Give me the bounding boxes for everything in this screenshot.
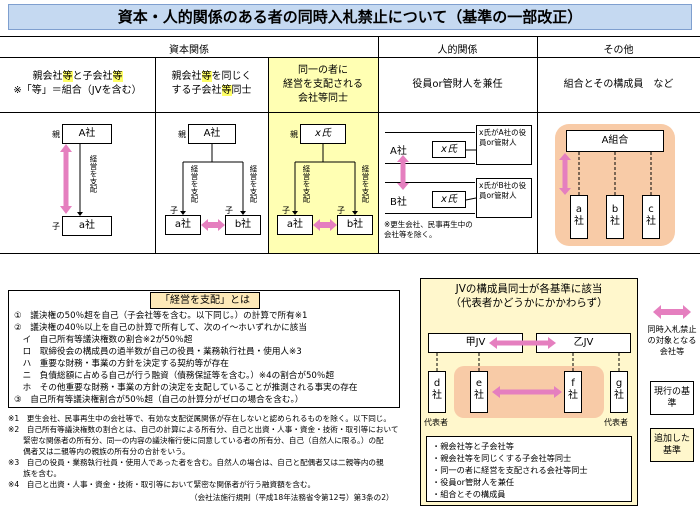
col4-label: 役員or管財人を兼任 <box>412 79 503 90</box>
definition-line-6: ニ 負債総額に占める自己が行う融資（債務保証等を含む。）※4の割合が50％超 <box>14 371 335 381</box>
page-title: 資本・人的関係のある者の同時入札禁止について（基準の一部改正） <box>8 4 692 30</box>
jv-rep-right: 代表者 <box>604 418 628 427</box>
d2-child1-box: a社 <box>165 215 201 235</box>
definition-line-8: ③ 自己所有等議決権割合が50％超（自己の計算分がゼロの場合を含む。） <box>14 395 304 405</box>
d4-note-b: x氏がB社の役員or管財人 <box>476 178 532 218</box>
d1-control-label: 経営を支配 <box>89 155 98 193</box>
d2-control-label-right: 経営を支配 <box>249 165 258 203</box>
note-3: 緊密な関係者の所有分、同一の内容の議決権行使に同意している者の所有分、自己（自然… <box>8 436 384 445</box>
definition-line-1: ① 議決権の50％超を自己（子会社等を含む。以下同じ。）の計算で所有※1 <box>14 311 308 321</box>
jv-rep-left: 代表者 <box>424 418 448 427</box>
d2-parent-prefix: 親 <box>178 130 186 139</box>
d4-note-a: x氏がA社の役員or管財人 <box>476 125 532 165</box>
d2-child2-box: b社 <box>225 215 261 235</box>
d5-union-box: A組合 <box>566 130 664 152</box>
d1-parent-box: A社 <box>62 124 112 144</box>
d4-person-a: x氏 <box>432 141 466 158</box>
d4-company-a: A社 <box>390 146 407 157</box>
d5-member-a: a 社 <box>570 195 588 239</box>
legend-added: 追加した基準 <box>650 428 694 462</box>
legend-arrow-label: 同時入札禁止の対象となる会社等 <box>647 324 697 356</box>
d4-footnote: ※更生会社、民事再生中の会社等を除く。 <box>384 220 473 239</box>
d2-child2-prefix: 子 <box>225 206 233 215</box>
d2-parent-box: A社 <box>188 124 236 144</box>
legend-current: 現行の基準 <box>650 381 694 415</box>
definition-title: 「経営を支配」とは <box>150 292 260 309</box>
note-2: ※2 自己所有等議決権数の割合とは、自己の計算による所有分、自己と出資・人事・資… <box>8 425 399 434</box>
d3-child1-prefix: 子 <box>282 206 290 215</box>
jv-member-f: f 社 <box>564 371 582 413</box>
d2-control-label-left: 経営を支配 <box>190 165 199 203</box>
d4-row-a <box>385 132 475 164</box>
note-5: ※3 自己の役員・業務執行社員・使用人であった者を含む。自然人の場合は、自己と配… <box>8 458 384 467</box>
d2-child1-prefix: 子 <box>170 206 178 215</box>
definition-line-7: ホ その他重要な財務・事業の方針の決定を支配していることが推測される事実の存在 <box>14 383 358 393</box>
jv-member-g: g 社 <box>610 371 628 413</box>
d1-parent-prefix: 親 <box>52 130 60 139</box>
note-source: （会社法施行規則（平成18年法務省令第12号）第3条の2） <box>190 493 394 502</box>
d4-company-b: B社 <box>390 197 407 208</box>
d3-child1-box: a社 <box>277 215 313 235</box>
d1-child-prefix: 子 <box>52 222 60 231</box>
definition-line-3: イ 自己所有等議決権数の割合※2が50％超 <box>14 335 193 345</box>
note-4: 偶者又は二親等内の親族の所有分の合計をいう。 <box>8 447 190 456</box>
definition-line-4: ロ 取締役会の構成員の過半数が自己の役員・業務執行社員・使用人※3 <box>14 347 302 357</box>
note-1: ※1 更生会社、民事再生中の会社等で、有効な支配従属関係が存在しないと認められる… <box>8 414 391 423</box>
header-other: その他 <box>603 45 634 56</box>
definition-line-2: ② 議決権の40％以上を自己の計算で所有して、次のイ～ホいずれかに該当 <box>14 323 307 333</box>
definition-panel <box>8 290 400 408</box>
d4-person-b: x氏 <box>432 191 466 208</box>
definition-line-5: ハ 重要な財務・事業の方針を決定する契約等が存在 <box>14 359 229 369</box>
d3-control-label-left: 経営を支配 <box>302 165 311 203</box>
d3-parent-box: x氏 <box>300 124 346 144</box>
d3-control-label-right: 経営を支配 <box>361 165 370 203</box>
header-capital: 資本関係 <box>169 45 209 56</box>
note-6: 族を含む。 <box>8 469 62 478</box>
col5-label: 組合とその構成員 など <box>563 79 674 90</box>
d3-child2-prefix: 子 <box>337 206 345 215</box>
col2-label: 親会社等を同じく する子会社等同士 <box>171 71 252 96</box>
d4-row-b <box>385 182 475 214</box>
jv-member-e: e 社 <box>470 371 488 413</box>
d5-member-c: c 社 <box>642 195 660 239</box>
jv-title: JVの構成員同士が各基準に該当 （代表者かどうかにかかわらず） <box>450 283 608 309</box>
col1-label: 親会社等と子会社等 ※「等」＝組合（JVを含む） <box>13 71 142 96</box>
col3-label: 同一の者に 経営を支配される 会社等同士 <box>283 65 363 104</box>
d1-child-box: a社 <box>62 216 112 236</box>
d5-member-b: b 社 <box>606 195 624 239</box>
note-7: ※4 自己と出資・人事・資金・技術・取引等において緊密な関係者が行う融資額を含む… <box>8 480 316 489</box>
jv-criteria-box: ・親会社等と子会社等 ・親会社等を同じくする子会社等同士 ・同一の者に経営を支配… <box>426 436 632 502</box>
jv-member-d: d 社 <box>428 371 446 413</box>
header-personal: 人的関係 <box>437 45 478 56</box>
d3-parent-prefix: 親 <box>290 130 298 139</box>
d3-child2-box: b社 <box>337 215 373 235</box>
